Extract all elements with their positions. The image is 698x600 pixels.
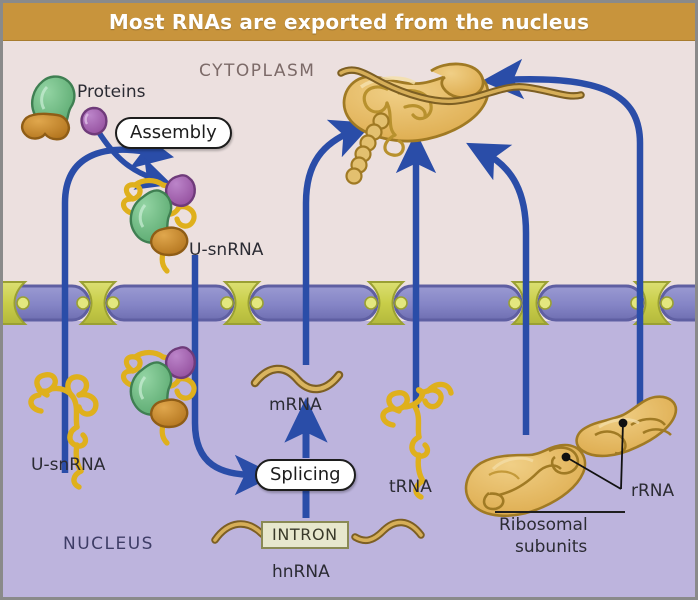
ribosomal-subunits-label-line2: subunits (515, 537, 588, 557)
hnrna-label: hnRNA (272, 562, 330, 582)
small-subunit-export-arrow (481, 58, 644, 408)
purple-protein-complex (165, 174, 196, 208)
page-title: Most RNAs are exported from the nucleus (108, 9, 590, 34)
cytoplasm-label: CYTOPLASM (199, 61, 316, 81)
u-snrna-import-arrow (191, 255, 277, 496)
orange-protein-complex (150, 226, 189, 257)
diagram-graphics (3, 58, 695, 545)
u-snrna-export-arrow (61, 129, 175, 473)
nucleus-label: NUCLEUS (63, 534, 154, 554)
ribosomal-subunits-underline (495, 511, 625, 513)
u-snrna-complex-nucleus (120, 346, 197, 446)
nuclear-envelope (3, 281, 695, 325)
rrna-leader-lines (565, 422, 624, 490)
large-ribosomal-subunit (464, 443, 587, 518)
assembly-label: Assembly (115, 117, 232, 149)
splicing-label: Splicing (255, 459, 356, 491)
proteins-label: Proteins (77, 82, 146, 102)
ribosomal-subunits-label-line1: Ribosomal (499, 515, 588, 535)
u-snrna-nucleus-label: U-snRNA (31, 455, 106, 475)
assembly-arrow (95, 129, 173, 190)
u-snrna-free-nucleus (28, 372, 99, 490)
free-proteins-group (21, 75, 108, 141)
trna-label: tRNA (389, 477, 432, 497)
small-ribosomal-subunit (575, 395, 678, 458)
mrna-strand-nucleus (250, 364, 344, 394)
large-subunit-export-arrow (466, 142, 530, 435)
mrna-label: mRNA (269, 395, 322, 415)
orange-protein (21, 112, 71, 141)
mrna-export-arrow (302, 119, 373, 365)
intron-box: INTRON (261, 521, 349, 549)
rrna-label: rRNA (631, 481, 675, 501)
trna-molecule (380, 381, 454, 500)
polypeptide-chain (345, 112, 390, 185)
ribosome (337, 62, 585, 185)
u-snrna-complex-cytoplasm (120, 174, 197, 274)
arrow-group (61, 58, 644, 518)
title-bar: Most RNAs are exported from the nucleus (3, 3, 695, 41)
u-snrna-cytoplasm-label: U-snRNA (189, 240, 264, 260)
